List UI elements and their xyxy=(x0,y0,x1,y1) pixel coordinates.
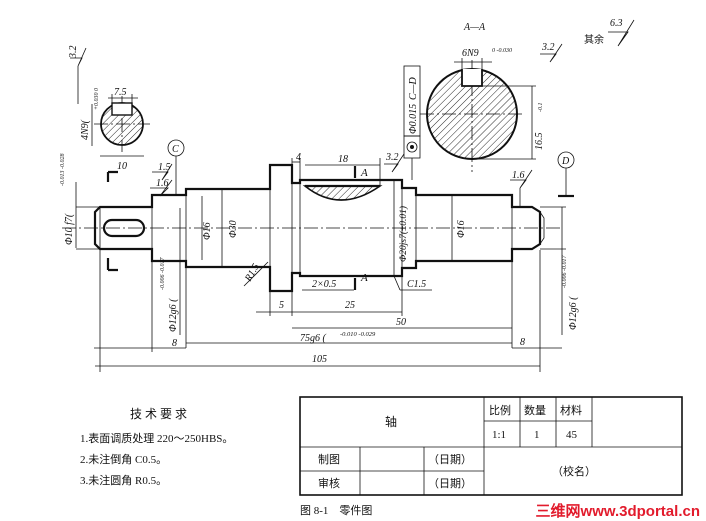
section-keyway-dim: 6N9 xyxy=(462,48,479,59)
dim-groove: 2×0.5 xyxy=(312,279,336,290)
roughness-general: 6.3 xyxy=(610,18,623,29)
tolerance-value: Φ0.015 xyxy=(408,104,419,134)
section-keyway-tol: 0 -0.030 xyxy=(492,48,512,54)
col-scale: 比例 xyxy=(489,403,511,417)
date-field: （日期） xyxy=(428,477,472,490)
dim-d30: Φ30 xyxy=(228,220,239,238)
length-dimensions: 4 18 2×0.5 C1.5 5 25 50 75g6 ( -0.010 -0… xyxy=(94,152,562,372)
dim-len75-tol: -0.010 -0.029 xyxy=(340,331,376,338)
date-field: （日期） xyxy=(428,453,472,466)
checked-label: 审核 xyxy=(318,476,340,490)
requirement-item: 2.未注倒角 C0.5。 xyxy=(80,452,167,466)
datum-d: D xyxy=(561,156,570,167)
left-keyway xyxy=(111,102,133,116)
left-section-fit: 4N9( xyxy=(80,119,91,140)
qty-value: 1 xyxy=(534,429,540,441)
dim-len5: 5 xyxy=(279,300,284,311)
runout-icon xyxy=(406,141,418,153)
roughness-symbol xyxy=(152,163,173,181)
dim-len8-left: 8 xyxy=(172,338,177,349)
section-label-top: A xyxy=(360,167,368,179)
col-material: 材料 xyxy=(560,403,582,417)
dim-d16-left: Φ16 xyxy=(202,222,213,240)
roughness-r6: 1.5 xyxy=(158,162,171,173)
dim-d12g6-right: Φ12g6 ( xyxy=(568,296,579,330)
keyway-local-section xyxy=(302,185,383,201)
technical-requirements: 技 术 要 求 1.表面调质处理 220～250HBS。 2.未注倒角 C0.5… xyxy=(80,407,233,487)
roughness-symbol xyxy=(150,179,173,197)
roughness-symbol xyxy=(510,169,533,189)
geometric-tolerance: Φ0.015 C—D 3.2 C D 1.5 1.6 1.6 xyxy=(150,65,575,206)
dim-d16-right: Φ16 xyxy=(456,220,467,238)
right-end-chamfer xyxy=(539,211,545,245)
section-title: A—A xyxy=(463,22,486,33)
watermark: 三维网www.3dportal.cn xyxy=(535,503,700,520)
roughness-symbol xyxy=(384,153,405,173)
end-mark xyxy=(106,258,118,272)
dim-len75: 75g6 ( xyxy=(300,333,327,344)
dim-len105: 105 xyxy=(312,354,327,365)
figure-caption: 图 8-1 零件图 xyxy=(300,504,372,517)
title-block: 轴 比例 数量 材料 1:1 1 45 制图 审核 （日期） （日期） （校名） xyxy=(299,396,683,496)
datum-c: C xyxy=(172,144,179,155)
section-label-bottom: A xyxy=(360,272,368,284)
roughness-symbol xyxy=(70,47,87,67)
left-section-depth: 10 xyxy=(117,161,127,172)
dim-len8-right: 8 xyxy=(520,337,525,348)
section-depth-tol: -0.1 xyxy=(538,103,544,113)
roughness-r5: 1.6 xyxy=(512,170,525,181)
leader xyxy=(243,261,269,287)
roughness-r3: 3.2 xyxy=(385,152,399,163)
runout-icon-center xyxy=(410,145,414,149)
roughness-r2: 3.2 xyxy=(541,42,555,53)
left-keyway-slot xyxy=(102,218,146,238)
roughness-general-label: 其余 xyxy=(584,33,604,46)
dim-d10f7: Φ10 f7( xyxy=(64,213,75,245)
roughness-symbol xyxy=(540,43,563,63)
part-name: 轴 xyxy=(385,414,397,429)
left-section-width: 7.5 xyxy=(114,87,127,98)
section-a-keyway xyxy=(461,69,483,87)
school-field: （校名） xyxy=(552,464,596,478)
end-mark xyxy=(106,170,118,182)
dim-len25: 25 xyxy=(345,300,355,311)
left-section-view: 7.5 10 4N9( +0.030 0 3.2 xyxy=(68,46,150,172)
col-qty: 数量 xyxy=(524,404,546,417)
roughness-general-symbol xyxy=(608,19,635,47)
dim-chamfer: C1.5 xyxy=(407,279,426,290)
requirements-heading: 技 术 要 求 xyxy=(130,407,187,421)
material-value: 45 xyxy=(566,429,578,441)
dim-d12g6-right-tol: -0.006 -0.017 xyxy=(562,255,568,288)
dim-len4: 4 xyxy=(296,152,301,163)
title-block-frame xyxy=(299,396,683,496)
tolerance-datum: C—D xyxy=(408,76,419,100)
requirement-item: 1.表面调质处理 220～250HBS。 xyxy=(80,431,233,445)
dim-d12g6-left: Φ12g6 ( xyxy=(168,298,179,332)
dim-r15: R1.5 xyxy=(243,262,262,284)
shaft-main-view: A A xyxy=(62,163,560,293)
scale-value: 1:1 xyxy=(492,429,506,441)
section-a-a-view: A—A 6N9 0 -0.030 16.5 -0.1 3.2 其余 6.3 xyxy=(420,18,635,172)
left-section-fit-tol: +0.030 0 xyxy=(94,88,100,110)
section-depth: 16.5 xyxy=(534,133,545,151)
drawn-label: 制图 xyxy=(318,453,340,466)
dim-len50: 50 xyxy=(396,317,406,328)
dim-d10f7-tol: -0.013 -0.028 xyxy=(60,154,66,187)
leader xyxy=(393,275,401,291)
roughness-r4: 1.6 xyxy=(156,178,169,189)
requirement-item: 3.未注圆角 R0.5。 xyxy=(80,473,167,487)
dim-len18: 18 xyxy=(338,154,348,165)
roughness-r1: 3.2 xyxy=(68,46,79,60)
dim-d20js7: Φ20js7(±0.01) xyxy=(398,206,409,262)
dim-d12g6-left-tol: -0.006 -0.017 xyxy=(160,257,166,290)
